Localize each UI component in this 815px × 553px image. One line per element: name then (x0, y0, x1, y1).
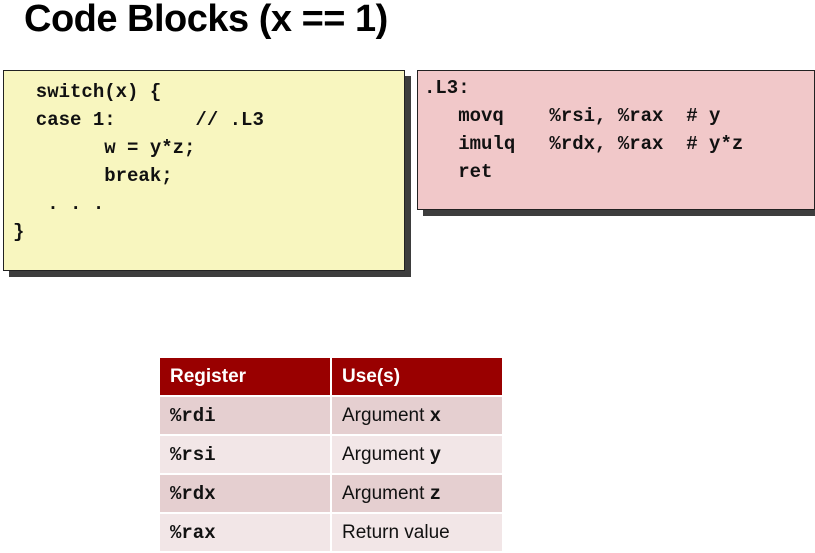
register-name: %rax (170, 521, 216, 544)
use-text: Argument (342, 443, 430, 465)
use-cell: Return value (331, 513, 502, 553)
use-cell: Argument y (331, 435, 502, 475)
use-cell: Argument z (331, 474, 502, 514)
uses-column-header: Use(s) (331, 358, 502, 397)
c-code-text: switch(x) { case 1: // .L3 w = y*z; brea… (13, 81, 264, 243)
register-cell: %rax (160, 513, 332, 553)
use-cell: Argument x (331, 396, 502, 436)
use-text: Return value (342, 521, 450, 543)
register-cell: %rdx (160, 474, 332, 514)
register-table-header-row: Register Use(s) (160, 358, 502, 397)
assembly-code-text: .L3: movq %rsi, %rax # y imulq %rdx, %ra… (424, 77, 744, 183)
slide-title: Code Blocks (x == 1) (24, 0, 388, 40)
use-text: Argument (342, 482, 430, 504)
register-column-header: Register (160, 358, 332, 397)
table-row: %rdi Argument x (160, 396, 502, 436)
use-variable: z (429, 482, 442, 505)
register-name: %rsi (170, 443, 216, 466)
register-cell: %rdi (160, 396, 332, 436)
use-text: Argument (342, 404, 430, 426)
use-variable: x (429, 404, 442, 427)
table-row: %rdx Argument z (160, 474, 502, 514)
table-row: %rsi Argument y (160, 435, 502, 475)
assembly-code-box: .L3: movq %rsi, %rax # y imulq %rdx, %ra… (417, 70, 815, 210)
table-row: %rax Return value (160, 513, 502, 553)
use-variable: y (429, 443, 442, 466)
register-name: %rdx (170, 482, 216, 505)
register-table: Register Use(s) %rdi Argument x %rsi Arg… (160, 358, 502, 553)
register-cell: %rsi (160, 435, 332, 475)
register-name: %rdi (170, 404, 216, 427)
c-code-box: switch(x) { case 1: // .L3 w = y*z; brea… (3, 70, 405, 271)
